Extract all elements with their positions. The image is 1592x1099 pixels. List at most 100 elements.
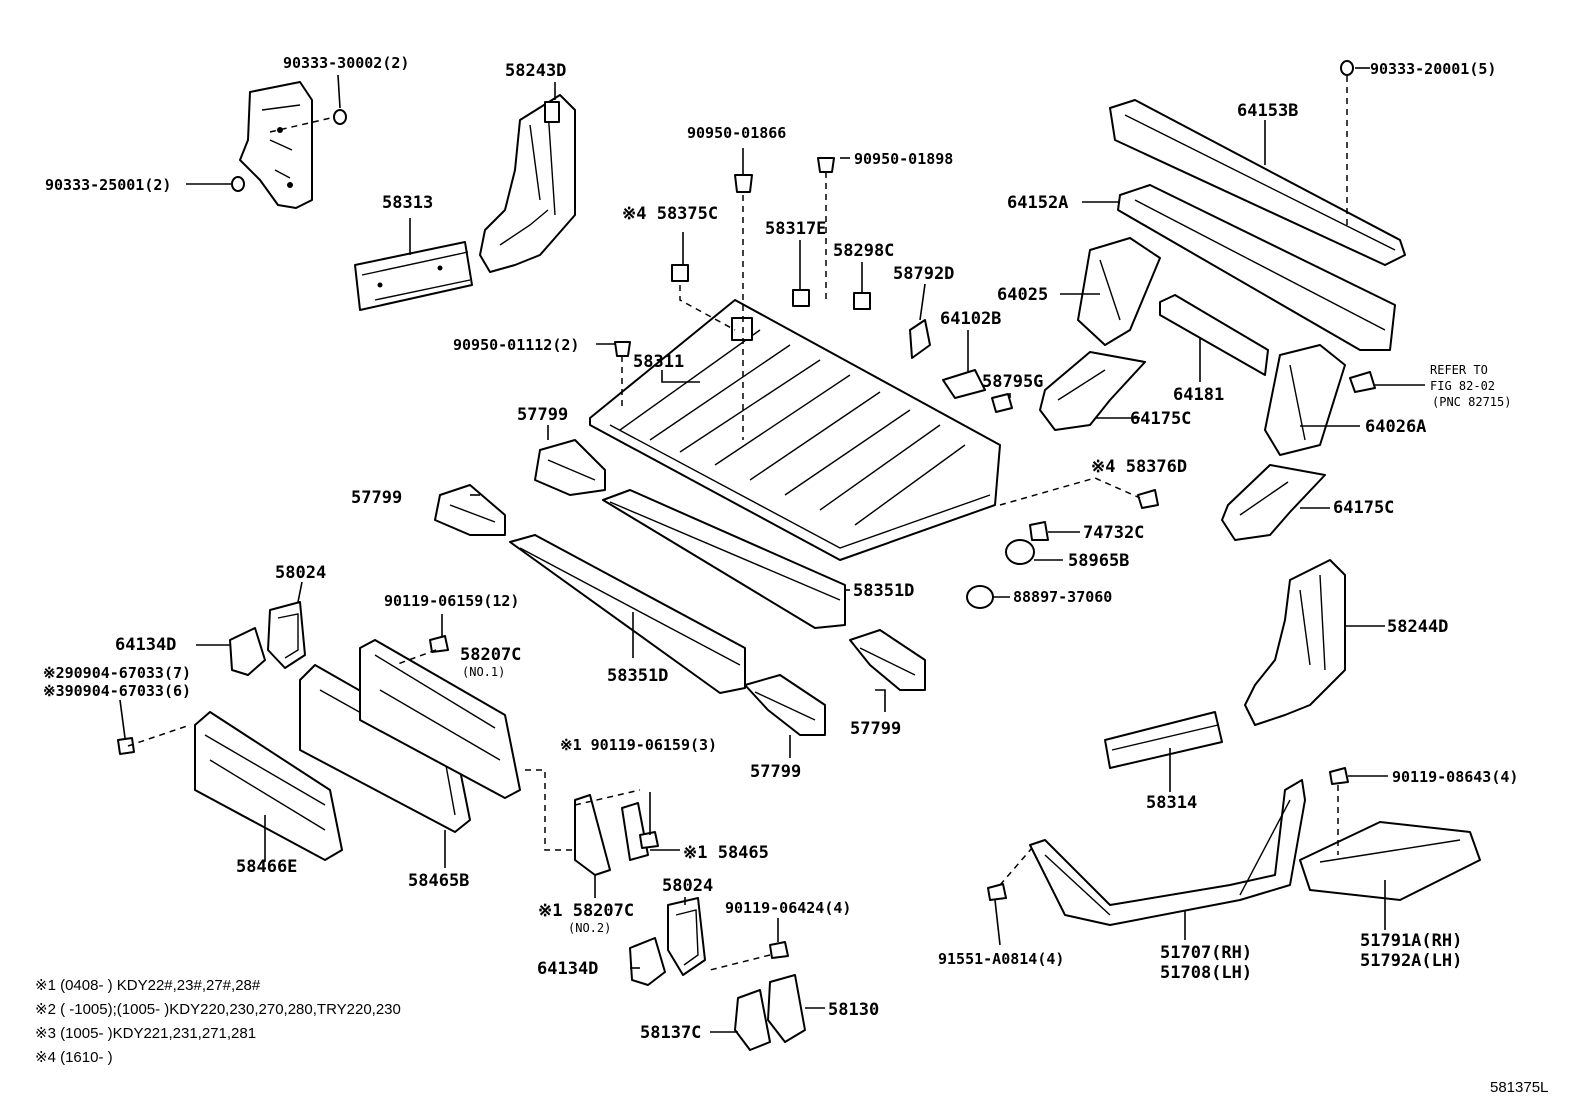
label-90333-25001: 90333-25001(2)	[45, 176, 171, 194]
note-1: ※1 (0408- ) KDY22#,23#,27#,28#	[35, 977, 261, 994]
panel-58207c-no2-drawing	[574, 794, 611, 876]
crossmember-64153b-drawing	[1109, 99, 1406, 266]
step-bracket-51707-drawing	[1029, 779, 1306, 926]
label-58298c: 58298C	[833, 241, 894, 261]
note-2: ※2 ( -1005);(1005- )KDY220,230,270,280,T…	[35, 1001, 401, 1018]
bracket-57799-c	[849, 629, 926, 691]
note-3: ※3 (1005- )KDY221,231,271,281	[35, 1025, 256, 1042]
pad-64134d-a	[229, 627, 266, 676]
label-58375c: ※4 58375C	[622, 204, 718, 224]
label-90950-01898: 90950-01898	[854, 150, 953, 168]
bracket-57799-d	[744, 674, 826, 736]
pillar-64175c-lower-drawing	[1221, 464, 1326, 541]
frame-58465-drawing	[621, 802, 649, 861]
label-no2: (NO.2)	[568, 921, 611, 935]
plate-58314-drawing	[1104, 711, 1223, 769]
crossmember-64152a-drawing	[1117, 184, 1396, 351]
label-64175c-upper: 64175C	[1130, 409, 1191, 429]
plug-74732c	[1029, 521, 1049, 541]
label-58465: ※1 58465	[683, 843, 769, 863]
bolt-90119-06159-3	[639, 831, 659, 849]
bolt-90333-25001	[231, 176, 245, 192]
label-58130: 58130	[828, 1000, 879, 1020]
pad-58024-b	[667, 897, 706, 976]
clip-refer-82715	[1349, 371, 1376, 393]
step-51791a-drawing	[1299, 821, 1481, 901]
label-58207c-no1: 58207C	[460, 645, 521, 665]
label-58244d: 58244D	[1387, 617, 1448, 637]
label-90119-08643: 90119-08643(4)	[1392, 768, 1518, 786]
label-refer-line1: REFER TO	[1430, 363, 1488, 377]
label-90950-01112: 90950-01112(2)	[453, 336, 579, 354]
clip-58792d	[909, 319, 931, 359]
bracket-panel-drawing	[239, 81, 313, 209]
label-58311: 58311	[633, 352, 684, 372]
label-58965b: 58965B	[1068, 551, 1129, 571]
pillar-58243d-drawing	[479, 94, 576, 273]
label-58376d: ※4 58376D	[1091, 457, 1187, 477]
label-refer-line2: FIG 82-02	[1430, 379, 1495, 393]
clip-90904-67033	[117, 737, 135, 755]
label-90950-01866: 90950-01866	[687, 124, 786, 142]
figure-code: 581375L	[1490, 1079, 1548, 1096]
label-57799-b: 57799	[351, 488, 402, 508]
fastener-90950-01866	[734, 174, 753, 193]
label-58137c: 58137C	[640, 1023, 701, 1043]
bolt-90333-20001	[1340, 60, 1354, 76]
label-90119-06159-12: 90119-06159(12)	[384, 592, 519, 610]
label-64181: 64181	[1173, 385, 1224, 405]
bolt-90119-08643	[1329, 767, 1349, 785]
label-64134d-a: 64134D	[115, 635, 176, 655]
clip-64102b	[942, 369, 986, 399]
label-refer-line3: (PNC 82715)	[1432, 395, 1511, 409]
bracket-57799-a	[534, 439, 606, 496]
label-64026a: 64026A	[1365, 417, 1426, 437]
clip-58376d	[1137, 489, 1159, 509]
floor-panel-58311-drawing	[589, 299, 1001, 561]
bolt-91551-a0814	[987, 883, 1007, 901]
rail-58351d-upper-drawing	[602, 489, 846, 629]
note-4: ※4 (1610- )	[35, 1049, 113, 1066]
fastener-90950-01112	[614, 341, 631, 357]
label-90333-20001: 90333-20001(5)	[1370, 60, 1496, 78]
seal-58137c	[734, 989, 771, 1051]
pillar-58244d-drawing	[1244, 559, 1346, 726]
clip-58375c	[671, 264, 689, 282]
tub-58466e-drawing	[194, 711, 343, 861]
label-90904-67033-6: ※390904-67033(6)	[43, 682, 191, 700]
label-58317e: 58317E	[765, 219, 826, 239]
clip-58795g	[991, 393, 1013, 413]
label-58466e: 58466E	[236, 857, 297, 877]
seal-58130	[767, 974, 806, 1043]
label-58792d: 58792D	[893, 264, 954, 284]
clip-58317e	[792, 289, 810, 307]
label-51708: 51708(LH)	[1160, 963, 1252, 983]
label-90119-06159-3: ※1 90119-06159(3)	[560, 736, 717, 754]
label-88897-37060: 88897-37060	[1013, 588, 1112, 606]
clip-58298c	[853, 292, 871, 310]
label-58024-a: 58024	[275, 563, 326, 583]
label-58351d-upper: 58351D	[853, 581, 914, 601]
label-64102b: 64102B	[940, 309, 1001, 329]
bolt-90119-06424	[769, 941, 789, 959]
label-74732c: 74732C	[1083, 523, 1144, 543]
plug-88897-37060	[966, 585, 994, 609]
label-51792a: 51792A(LH)	[1360, 951, 1462, 971]
pillar-64025-drawing	[1077, 237, 1161, 346]
pad-64134d-b	[629, 937, 666, 986]
label-64153b: 64153B	[1237, 101, 1298, 121]
label-58795g: 58795G	[982, 372, 1043, 392]
bracket-64181-drawing	[1159, 294, 1269, 376]
label-57799-d: 57799	[750, 762, 801, 782]
label-64175c-lower: 64175C	[1333, 498, 1394, 518]
label-64134d-b: 64134D	[537, 959, 598, 979]
label-91551-a0814: 91551-A0814(4)	[938, 950, 1064, 968]
bracket-57799-b	[434, 484, 506, 536]
label-90333-30002: 90333-30002(2)	[283, 54, 409, 72]
label-58351d-lower: 58351D	[607, 666, 668, 686]
rail-58351d-lower-drawing	[509, 534, 746, 694]
label-58207c-no2: ※1 58207C	[538, 901, 634, 921]
cap-58965b	[1005, 539, 1035, 565]
label-64152a: 64152A	[1007, 193, 1068, 213]
